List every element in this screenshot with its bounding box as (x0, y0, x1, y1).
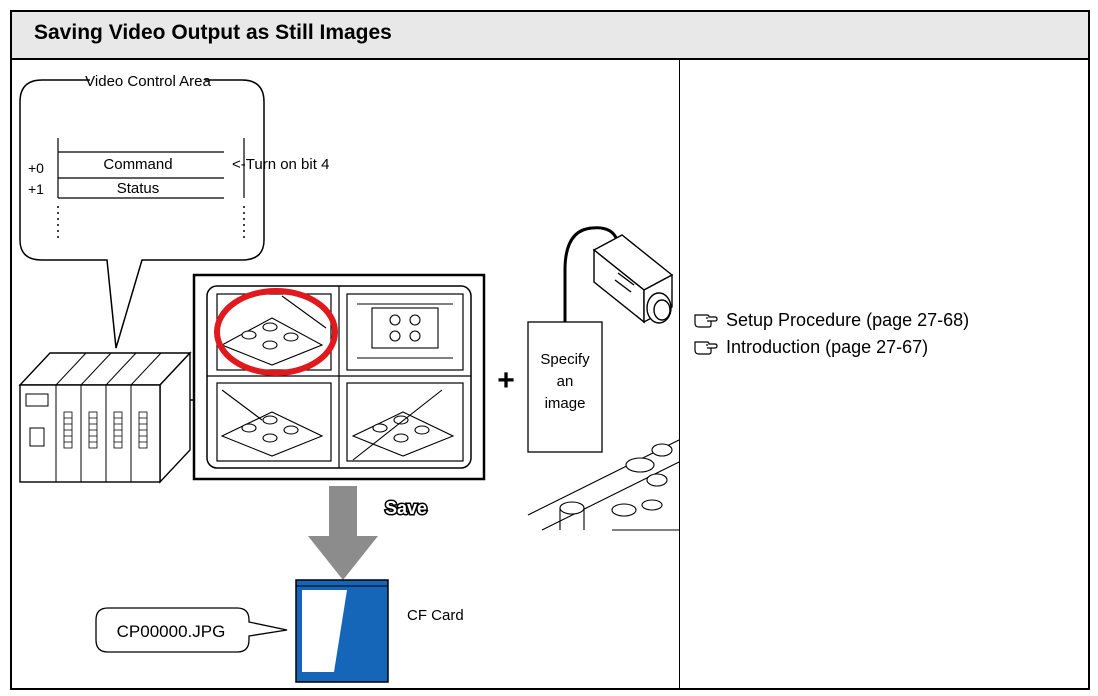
specify-line2: an (557, 373, 574, 390)
row1-offset: +1 (28, 181, 44, 197)
pointing-hand-icon (693, 336, 719, 356)
reference-link-setup[interactable]: Setup Procedure (page 27-68) (693, 309, 969, 331)
machine-background (527, 439, 680, 531)
reference-text: Setup Procedure (page 27-68) (726, 310, 970, 330)
highlight-ring (214, 288, 338, 376)
content-frame: Saving Video Output as Still Images Vide… (10, 10, 1090, 690)
save-arrow: Save (308, 486, 429, 580)
specify-line3: image (545, 395, 586, 412)
row1-label: Status (117, 180, 160, 197)
row0-note: <-Turn on bit 4 (232, 156, 329, 173)
specify-line1: Specify (540, 351, 590, 368)
cf-card-icon (295, 579, 389, 683)
file-name: CP00000.JPG (117, 622, 226, 641)
reference-column: Setup Procedure (page 27-68) Introductio… (681, 60, 1088, 690)
reference-link-introduction[interactable]: Introduction (page 27-67) (693, 336, 928, 358)
row0-label: Command (103, 156, 172, 173)
column-divider (679, 58, 680, 688)
save-label: Save (385, 498, 427, 518)
display-panel (192, 273, 486, 481)
bubble-title: Video Control Area (85, 73, 211, 90)
pointing-hand-icon (693, 309, 719, 329)
plus-sign: + (497, 364, 515, 397)
camera-icon (592, 234, 674, 324)
diagram-area: Video Control Area +0 Command <-Turn on … (12, 60, 680, 690)
reference-text: Introduction (page 27-67) (726, 337, 929, 357)
filename-callout: CP00000.JPG (95, 607, 288, 653)
plc-device-icon (18, 351, 192, 484)
diagram-svg: Video Control Area +0 Command <-Turn on … (18, 73, 680, 683)
video-control-area-bubble: Video Control Area +0 Command <-Turn on … (19, 73, 329, 349)
section-header: Saving Video Output as Still Images (12, 12, 1088, 60)
row0-offset: +0 (28, 160, 44, 176)
section-title: Saving Video Output as Still Images (34, 21, 392, 44)
specify-image-tag: Specify an image (527, 321, 603, 453)
card-label: CF Card (407, 607, 464, 624)
